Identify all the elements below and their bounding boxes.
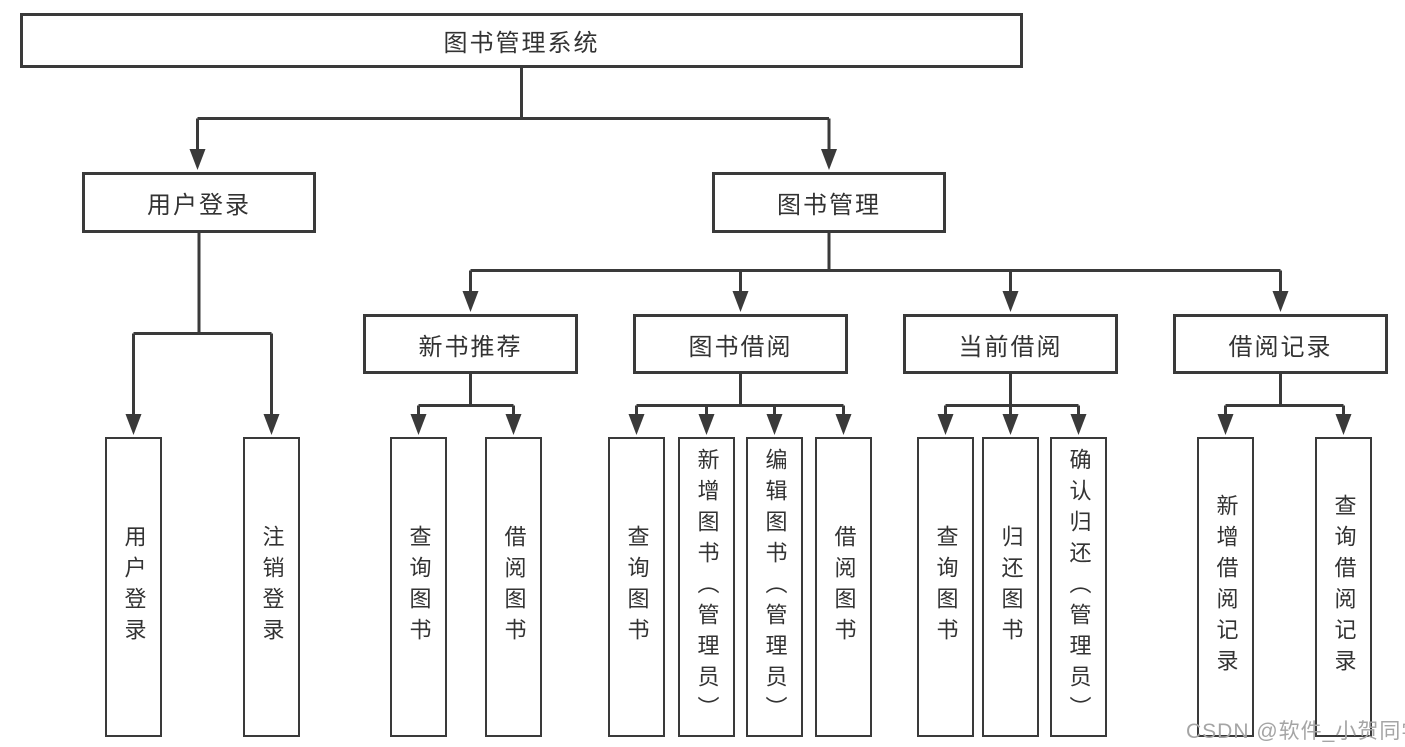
leaf-edit-book-admin: 编辑图书（管理员）	[746, 437, 803, 737]
edge-new-book-to-leaves	[417, 374, 515, 419]
leaf-query-book-borrow-label: 查询图书	[624, 525, 650, 649]
leaf-user-login-label: 用户登录	[121, 525, 147, 649]
edge-current-borrow-to-leaves	[944, 374, 1080, 419]
leaf-borrow-book-recommend: 借阅图书	[485, 437, 542, 737]
leaf-query-borrow-record: 查询借阅记录	[1315, 437, 1372, 737]
node-borrow-records-label: 借阅记录	[1228, 333, 1333, 361]
leaf-query-borrow-record-label: 查询借阅记录	[1331, 494, 1357, 680]
leaf-borrow-book: 借阅图书	[815, 437, 872, 737]
edge-borrow-records-to-leaves	[1224, 374, 1345, 419]
edge-user-login-to-leaves	[132, 233, 273, 416]
node-new-book-recommend-label: 新书推荐	[418, 333, 523, 361]
leaf-confirm-return-admin-label: 确认归还（管理员）	[1066, 447, 1092, 727]
node-new-book-recommend: 新书推荐	[363, 314, 578, 374]
leaf-borrow-book-label: 借阅图书	[831, 525, 857, 649]
leaf-confirm-return-admin: 确认归还（管理员）	[1050, 437, 1107, 737]
leaf-add-borrow-record: 新增借阅记录	[1197, 437, 1254, 737]
leaf-query-book-recommend: 查询图书	[390, 437, 447, 737]
leaf-edit-book-admin-label: 编辑图书（管理员）	[762, 447, 788, 727]
edge-root-to-level2	[196, 68, 831, 152]
node-current-borrow-label: 当前借阅	[958, 333, 1063, 361]
leaf-add-book-admin: 新增图书（管理员）	[678, 437, 735, 737]
edge-book-borrow-to-leaves	[635, 374, 845, 419]
node-root-label: 图书管理系统	[443, 30, 600, 57]
node-borrow-records: 借阅记录	[1173, 314, 1388, 374]
node-book-management-label: 图书管理	[777, 192, 881, 219]
leaf-add-book-admin-label: 新增图书（管理员）	[694, 447, 720, 727]
arrowheads	[125, 149, 1352, 435]
leaf-return-book-label: 归还图书	[998, 525, 1024, 649]
node-current-borrow: 当前借阅	[903, 314, 1118, 374]
node-book-borrow: 图书借阅	[633, 314, 848, 374]
csdn-watermark: CSDN @软件_小贺同学	[1186, 720, 1405, 743]
leaf-query-book-borrow: 查询图书	[608, 437, 665, 737]
leaf-query-book-current-label: 查询图书	[933, 525, 959, 649]
leaf-return-book: 归还图书	[982, 437, 1039, 737]
edge-book-management-to-level3	[469, 233, 1282, 295]
leaf-logout-label: 注销登录	[259, 525, 285, 649]
leaf-add-borrow-record-label: 新增借阅记录	[1213, 494, 1239, 680]
node-user-login: 用户登录	[82, 172, 316, 233]
node-book-borrow-label: 图书借阅	[688, 333, 793, 361]
leaf-user-login: 用户登录	[105, 437, 162, 737]
node-user-login-label: 用户登录	[147, 192, 251, 219]
node-book-management: 图书管理	[712, 172, 946, 233]
node-root: 图书管理系统	[20, 13, 1023, 68]
leaf-query-book-current: 查询图书	[917, 437, 974, 737]
leaf-logout: 注销登录	[243, 437, 300, 737]
leaf-query-book-recommend-label: 查询图书	[406, 525, 432, 649]
leaf-borrow-book-recommend-label: 借阅图书	[501, 525, 527, 649]
